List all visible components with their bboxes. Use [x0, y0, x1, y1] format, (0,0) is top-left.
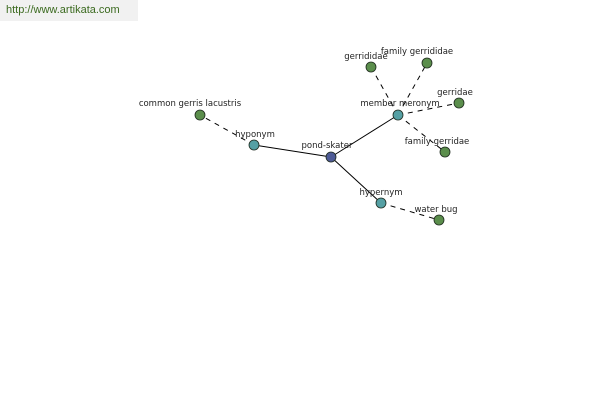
node-member-meronym[interactable] — [392, 109, 404, 121]
node-label-family-gerrididae[interactable]: family gerrididae — [381, 47, 453, 57]
node-label-family-gerridae[interactable]: family gerridae — [405, 137, 470, 147]
node-label-common-gerris-lacustris[interactable]: common gerris lacustris — [139, 99, 242, 109]
node-label-water-bug[interactable]: water bug — [414, 205, 457, 215]
node-label-gerrididae[interactable]: gerrididae — [344, 52, 387, 62]
edge-pond-skater-member-meronym — [330, 114, 399, 158]
node-label-hyponym[interactable]: hyponym — [235, 130, 275, 140]
node-hypernym[interactable] — [375, 197, 387, 209]
nodes-layer — [194, 57, 465, 226]
edge-member-meronym-gerridae — [397, 102, 460, 116]
node-gerridae[interactable] — [453, 97, 465, 109]
labels-layer: pond-skater hyponym member meronym hypernym… — [139, 47, 473, 215]
site-url[interactable]: http://www.artikata.com — [6, 4, 120, 16]
edges-layer — [199, 62, 460, 221]
site-url-banner: http://www.artikata.com — [0, 0, 138, 21]
edge-hyponym-common-gerris-lacustris — [199, 114, 255, 146]
node-water-bug[interactable] — [433, 214, 445, 226]
node-family-gerridae[interactable] — [439, 146, 451, 158]
node-gerrididae[interactable] — [365, 61, 377, 73]
node-label-gerridae[interactable]: gerridae — [437, 88, 473, 98]
node-common-gerris-lacustris[interactable] — [194, 109, 206, 121]
node-hyponym[interactable] — [248, 139, 260, 151]
node-label-member-meronym[interactable]: member meronym — [360, 99, 439, 109]
edge-pond-skater-hyponym — [253, 144, 332, 158]
node-pond-skater[interactable] — [325, 151, 337, 163]
node-label-hypernym[interactable]: hypernym — [359, 188, 402, 198]
node-family-gerrididae[interactable] — [421, 57, 433, 69]
node-label-pond-skater[interactable]: pond-skater — [302, 141, 353, 151]
edge-pond-skater-hypernym — [330, 156, 382, 204]
edge-hypernym-water-bug — [380, 202, 440, 221]
